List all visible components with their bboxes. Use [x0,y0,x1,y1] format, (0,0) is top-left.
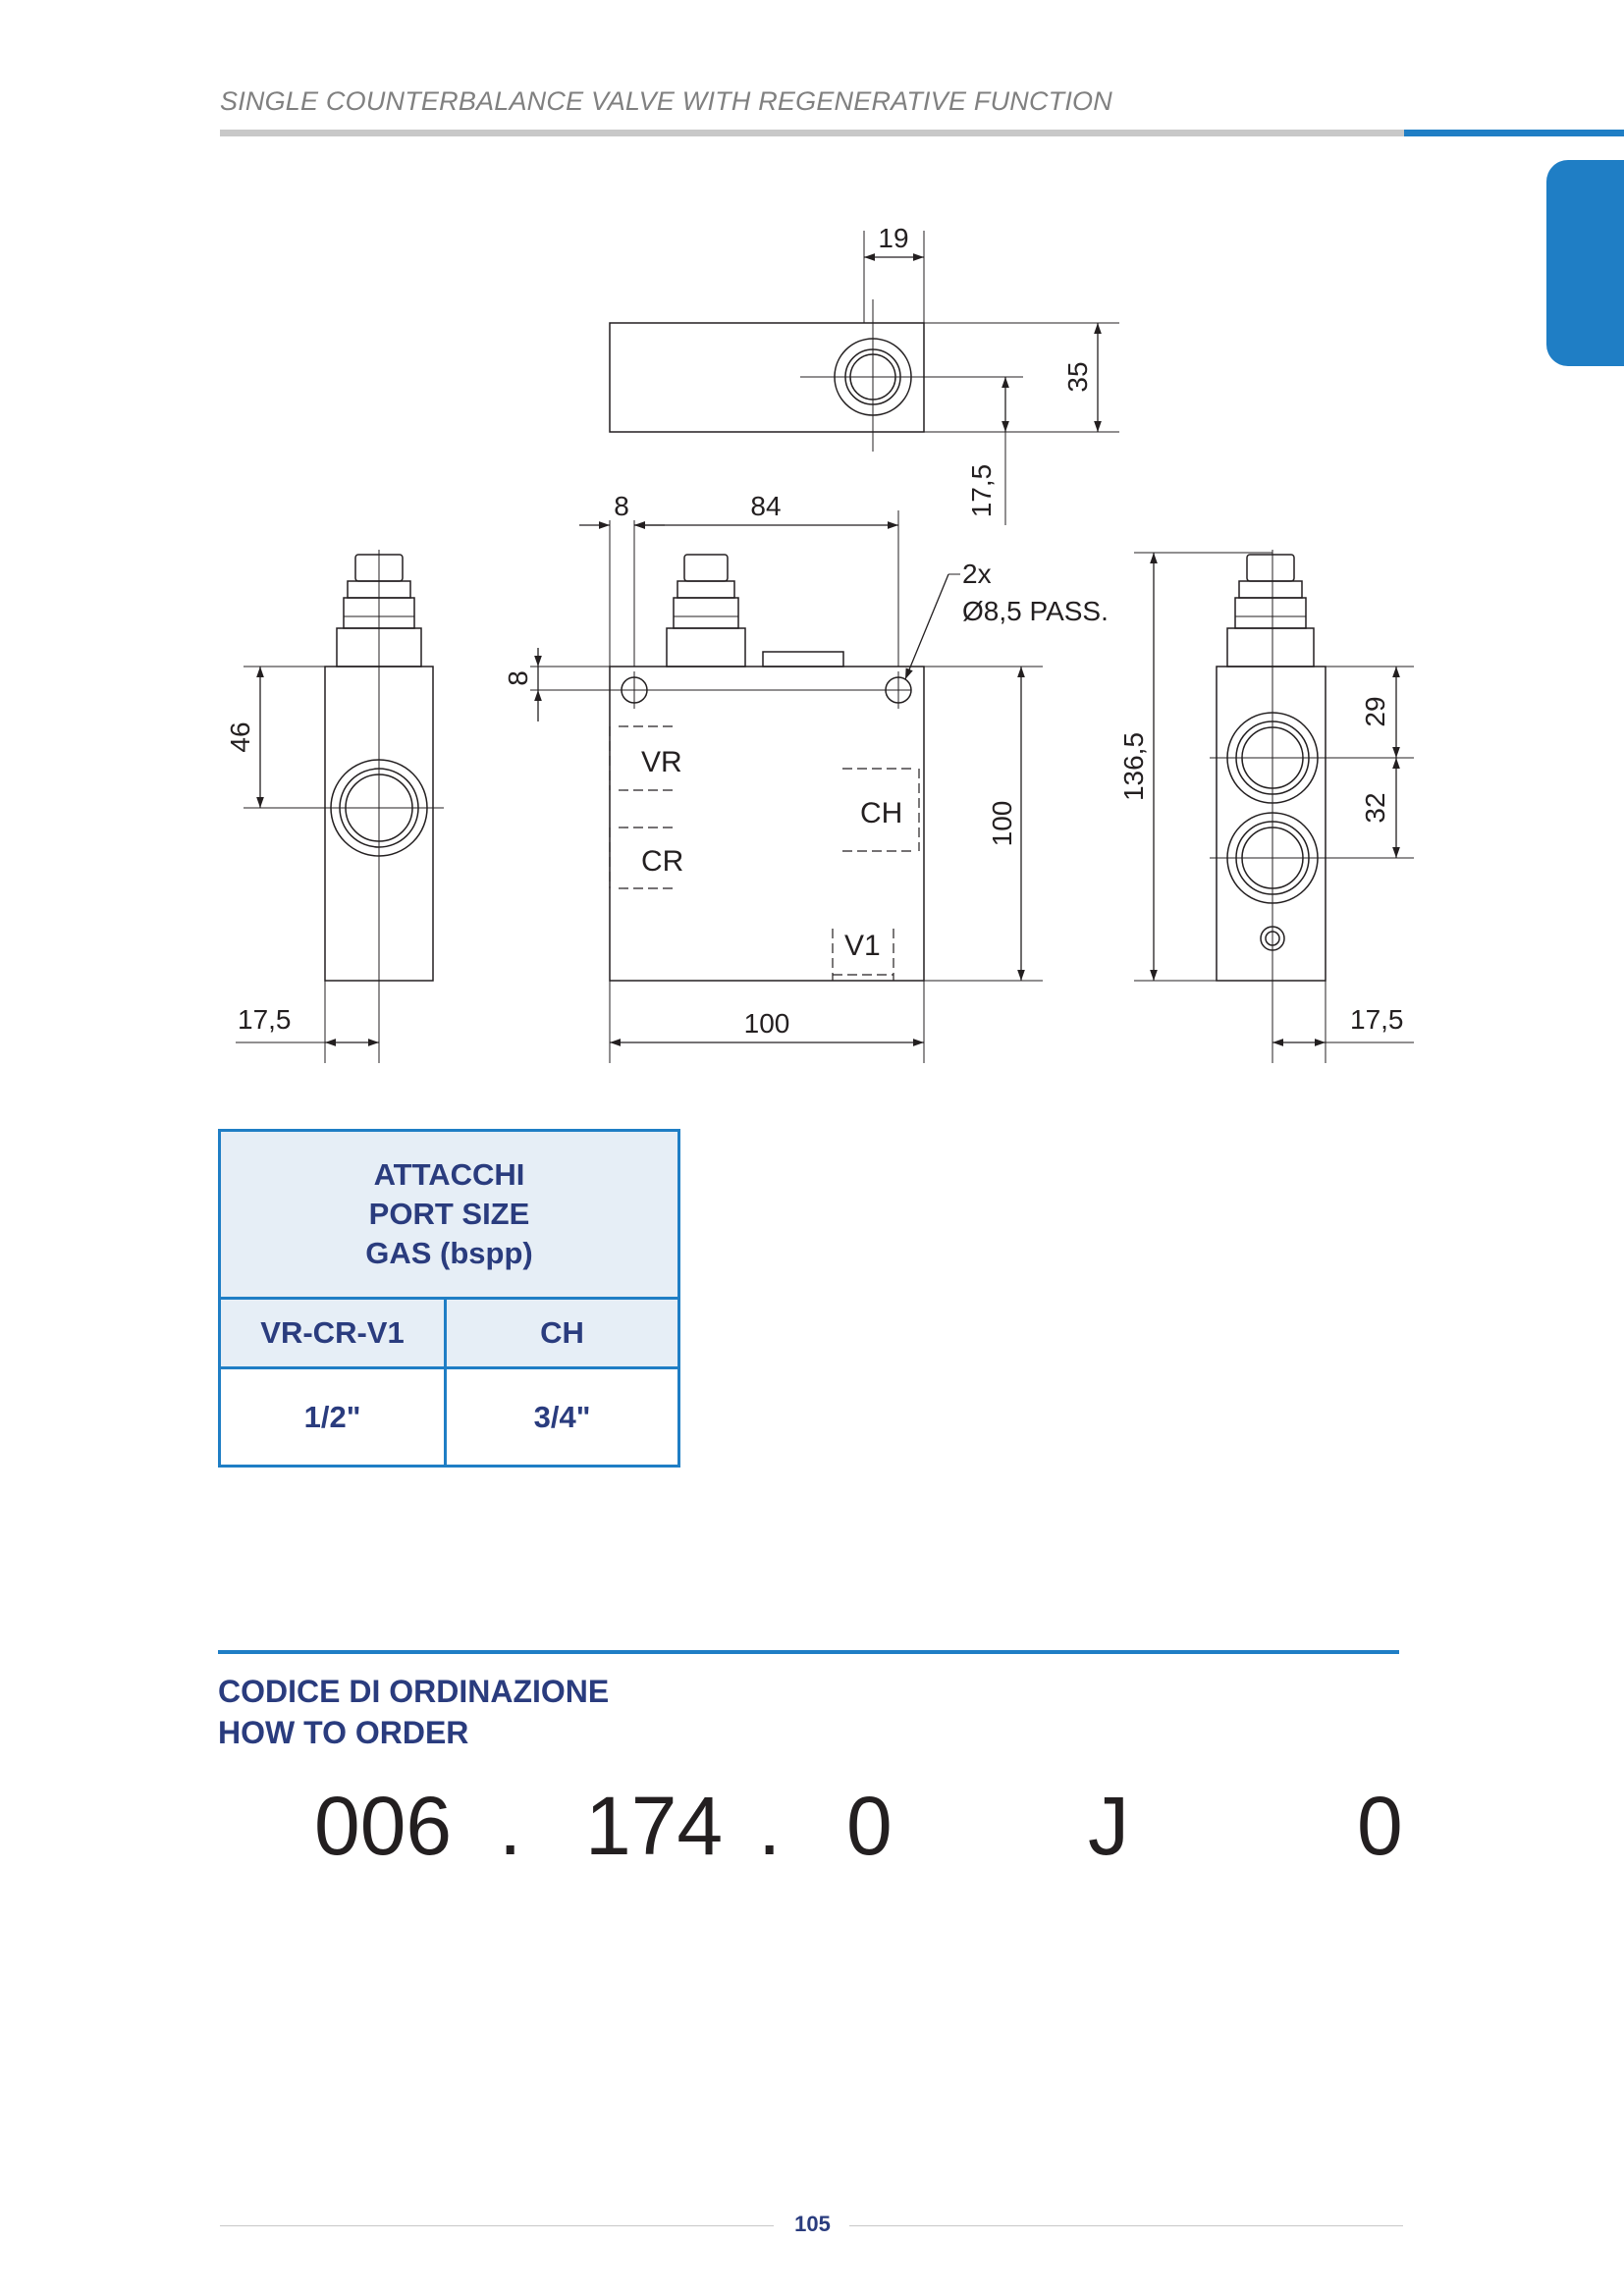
dim-hole-vertical: 8 [503,670,533,686]
header-rule [220,130,1404,136]
order-title-line: CODICE DI ORDINAZIONE [218,1674,610,1709]
top-view [609,231,1119,525]
dim-right-port1: 29 [1360,696,1390,726]
order-section-title: CODICE DI ORDINAZIONE HOW TO ORDER [218,1671,609,1753]
dim-front-height: 100 [987,801,1017,847]
port-table-header: ATTACCHI PORT SIZE GAS (bspp) [218,1129,680,1300]
dim-left-bottom: 17,5 [238,1004,292,1035]
dim-right-total: 136,5 [1118,732,1149,801]
footer-rule [849,2225,1403,2226]
port-table-header-line: GAS (bspp) [365,1236,533,1270]
order-code-part: J [1088,1780,1129,1872]
dim-hole-offset: 8 [614,491,629,521]
dim-left-port-height: 46 [225,721,255,752]
left-view [236,550,444,1063]
footer-rule [220,2225,774,2226]
order-title-line: HOW TO ORDER [218,1715,469,1750]
order-code-part: 174 [585,1780,724,1872]
order-code-part: 0 [1357,1780,1403,1872]
dim-right-port2: 32 [1360,792,1390,823]
port-table-value: 1/2" [218,1366,447,1468]
hole-note-qty: 2x [962,559,992,589]
order-code-part: 0 [846,1780,893,1872]
port-table-header-line: ATTACCHI [373,1157,525,1192]
port-label-vr: VR [641,746,682,778]
port-label-v1: V1 [844,930,881,962]
order-code-part: 006 [314,1780,453,1872]
dim-top-height: 35 [1062,361,1093,392]
port-table-column: VR-CR-V1 [218,1297,447,1369]
page-number: 105 [794,2212,831,2236]
technical-drawing: 19 35 17,5 46 17,5 [225,223,1414,1063]
port-size-table: ATTACCHI PORT SIZE GAS (bspp) VR-CR-V1 C… [218,1129,680,1468]
port-table-value: 3/4" [444,1366,680,1468]
order-code-separator: . [758,1780,782,1872]
front-view [530,510,1043,1063]
header-rule-accent [1404,130,1624,136]
order-code-separator: . [499,1780,522,1872]
hole-note-size: Ø8,5 PASS. [962,596,1109,626]
port-label-ch: CH [860,797,902,829]
right-view [1134,550,1414,1063]
port-label-cr: CR [641,845,683,878]
dim-right-bottom: 17,5 [1350,1004,1404,1035]
dim-hole-spacing: 84 [750,491,781,521]
port-table-column: CH [444,1297,680,1369]
dim-top-width: 19 [878,223,908,253]
header-title: SINGLE COUNTERBALANCE VALVE WITH REGENER… [220,86,1112,116]
port-table-header-line: PORT SIZE [368,1197,530,1231]
dim-front-width: 100 [744,1008,790,1039]
order-section-rule [218,1650,1399,1654]
section-tab[interactable] [1546,160,1624,366]
dim-top-offset: 17,5 [966,464,997,518]
